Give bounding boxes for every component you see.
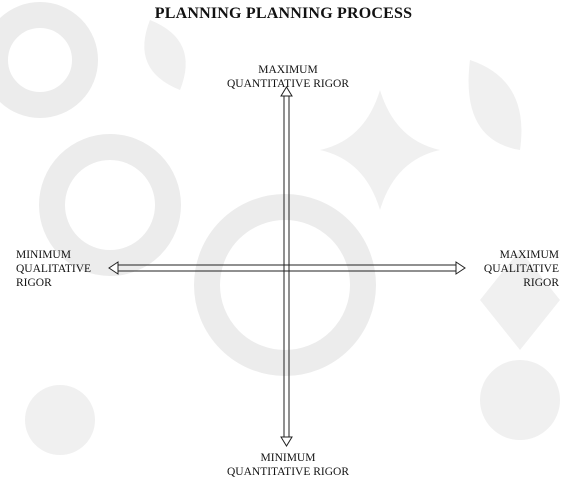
arrowhead-left [108, 261, 119, 275]
watermark-ring-top-left [0, 2, 98, 118]
arrowhead-up [280, 86, 293, 97]
label-min-quantitative-rigor: MINIMUM QUANTITATIVE RIGOR [226, 452, 350, 478]
diagram-title: PLANNING PLANNING PROCESS [154, 5, 413, 22]
watermark-diamond-shape [480, 250, 560, 350]
label-max-quantitative-rigor: MAXIMUM QUANTITATIVE RIGOR [226, 64, 350, 90]
vertical-double-arrow [280, 86, 293, 447]
horizontal-double-arrow [108, 261, 466, 275]
watermark-blob-bottom-left [25, 385, 95, 455]
watermark-petal-shape [144, 20, 186, 90]
watermark-ring-left [39, 134, 181, 276]
watermark-star-shape [320, 90, 440, 210]
watermark-leaf-shape [468, 60, 522, 150]
arrowhead-right [455, 261, 466, 275]
watermark-ring-center [194, 194, 376, 376]
arrowhead-down [280, 436, 293, 447]
label-min-qualitative-rigor: MINIMUM QUALITATIVE RIGOR [16, 249, 92, 289]
label-max-qualitative-rigor: MAXIMUM QUALITATIVE RIGOR [483, 249, 559, 289]
watermark-blob-bottom-right [480, 360, 560, 440]
